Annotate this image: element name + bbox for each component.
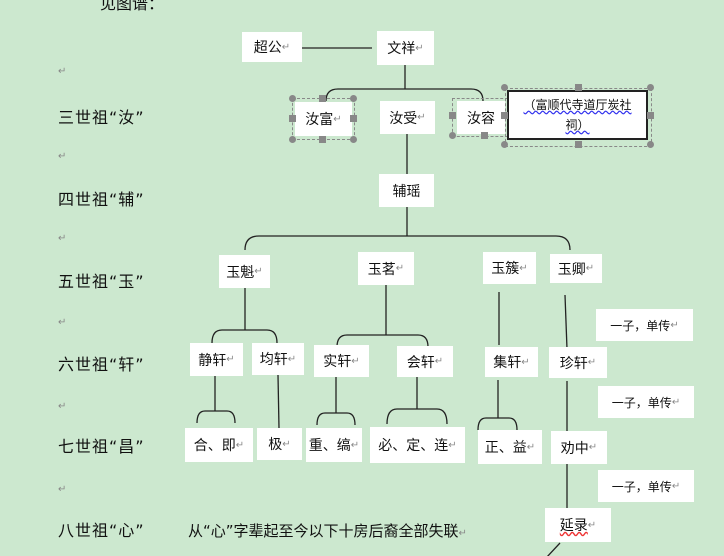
message-text: 从“心”字辈起至今以下十房后裔全部失联: [188, 522, 459, 540]
resize-handle[interactable]: [501, 84, 508, 91]
generation-label-8: 八世祖“心”: [58, 521, 145, 540]
single-heir-note[interactable]: 一子，单传↵: [598, 470, 694, 502]
resize-handle[interactable]: [350, 95, 357, 102]
node-yu-kui[interactable]: 玉魁↵: [219, 255, 270, 288]
node-shi-xuan[interactable]: 实轩↵: [314, 345, 369, 377]
node-yan-lu[interactable]: 延录↵: [545, 508, 611, 542]
paragraph-mark-icon: ↵: [58, 233, 67, 244]
node-yu-ming[interactable]: 玉茗↵: [358, 252, 414, 285]
node-jing-xuan[interactable]: 静轩↵: [190, 343, 243, 376]
generation-label-5: 五世祖“玉”: [58, 272, 145, 291]
resize-handle[interactable]: [350, 136, 357, 143]
node-label: 实轩: [323, 354, 352, 370]
generation-label-4: 四世祖“辅”: [58, 190, 145, 209]
node-label: 超公: [253, 40, 282, 56]
node-label: 玉茗: [367, 261, 396, 278]
resize-handle[interactable]: [319, 136, 326, 143]
node-label: 会轩: [406, 354, 435, 371]
node-ru-shou[interactable]: 汝受↵: [380, 101, 435, 134]
intro-text: 见图谱：: [100, 0, 165, 13]
node-label: 必、定、连: [378, 438, 449, 454]
resize-handle[interactable]: [319, 95, 326, 102]
lost-contact-message: 从“心”字辈起至今以下十房后裔全部失联↵: [188, 522, 467, 540]
resize-handle[interactable]: [449, 112, 456, 119]
note-text: 一子，单传: [611, 395, 672, 410]
node-label: 极: [268, 437, 283, 453]
node-zheng-yi[interactable]: 正、益↵: [478, 430, 542, 464]
note-text: 一子，单传: [611, 479, 672, 494]
node-label: 玉卿: [557, 261, 586, 278]
generation-label-6: 六世祖“轩”: [58, 355, 145, 374]
node-yu-cu[interactable]: 玉簇↵: [483, 252, 536, 284]
node-ji[interactable]: 极↵: [257, 428, 302, 460]
resize-handle[interactable]: [350, 115, 357, 122]
paragraph-mark-icon: ↵: [58, 401, 67, 412]
node-label: 汝富: [305, 112, 334, 128]
generation-label-3: 三世祖“汝”: [58, 108, 145, 127]
node-label: 辅瑶: [392, 183, 421, 200]
node-label: 静轩: [198, 352, 227, 369]
node-zhen-xuan[interactable]: 珍轩↵: [549, 347, 607, 378]
resize-handle[interactable]: [647, 141, 654, 148]
node-label: 延录: [559, 518, 588, 534]
resize-handle[interactable]: [501, 112, 508, 119]
node-label: 合、即: [193, 438, 236, 454]
resize-handle[interactable]: [647, 84, 654, 91]
node-label: 正、益: [484, 440, 527, 456]
node-ru-rong[interactable]: 汝容: [457, 101, 505, 134]
node-jun-xuan[interactable]: 均轩↵: [252, 343, 304, 375]
generation-label-7: 七世祖“昌”: [58, 437, 145, 456]
node-label: 集轩: [493, 355, 522, 371]
node-hui-xuan[interactable]: 会轩↵: [397, 346, 453, 377]
node-label: 劝中: [560, 440, 589, 457]
node-quan-zhong[interactable]: 劝中↵: [551, 431, 607, 464]
paragraph-mark-icon: ↵: [58, 484, 67, 495]
resize-handle[interactable]: [501, 141, 508, 148]
node-label: 珍轩: [559, 355, 588, 372]
node-fu-yao[interactable]: 辅瑶: [379, 174, 434, 207]
node-zhong-gao[interactable]: 重、缟↵: [306, 428, 362, 462]
node-bi-ding-lian[interactable]: 必、定、连↵: [370, 427, 465, 463]
node-wen-xiang[interactable]: 文祥↵: [377, 31, 434, 65]
resize-handle[interactable]: [575, 84, 582, 91]
resize-handle[interactable]: [289, 115, 296, 122]
paragraph-mark-icon: ↵: [58, 317, 67, 328]
node-he-ji[interactable]: 合、即↵: [185, 428, 253, 462]
node-label: 玉魁: [226, 264, 255, 281]
resize-handle[interactable]: [575, 141, 582, 148]
note-text: 一子，单传: [610, 318, 671, 333]
resize-handle[interactable]: [647, 112, 654, 119]
resize-handle[interactable]: [449, 132, 456, 139]
node-label: 汝受: [389, 110, 418, 127]
node-ru-fu[interactable]: 汝富↵: [295, 102, 352, 136]
paragraph-mark-icon: ↵: [58, 151, 67, 162]
resize-handle[interactable]: [289, 95, 296, 102]
single-heir-note[interactable]: 一子，单传↵: [598, 386, 694, 418]
node-label: 汝容: [467, 110, 495, 127]
resize-handle[interactable]: [289, 136, 296, 143]
node-ji-xuan[interactable]: 集轩↵: [485, 347, 538, 377]
node-label: 均轩: [259, 352, 288, 368]
node-label: 文祥: [387, 41, 416, 57]
note-text: （富顺代寺道厅炭社祠）: [523, 98, 632, 132]
single-heir-note[interactable]: 一子，单传↵: [596, 309, 693, 341]
node-label: 玉簇: [491, 261, 520, 277]
node-yu-qing[interactable]: 玉卿↵: [550, 254, 602, 283]
resize-handle[interactable]: [481, 132, 488, 139]
paragraph-mark-icon: ↵: [58, 66, 67, 77]
note-box[interactable]: （富顺代寺道厅炭社祠）: [507, 90, 648, 140]
node-chao-gong[interactable]: 超公↵: [242, 32, 302, 62]
node-label: 重、缟: [308, 438, 351, 454]
